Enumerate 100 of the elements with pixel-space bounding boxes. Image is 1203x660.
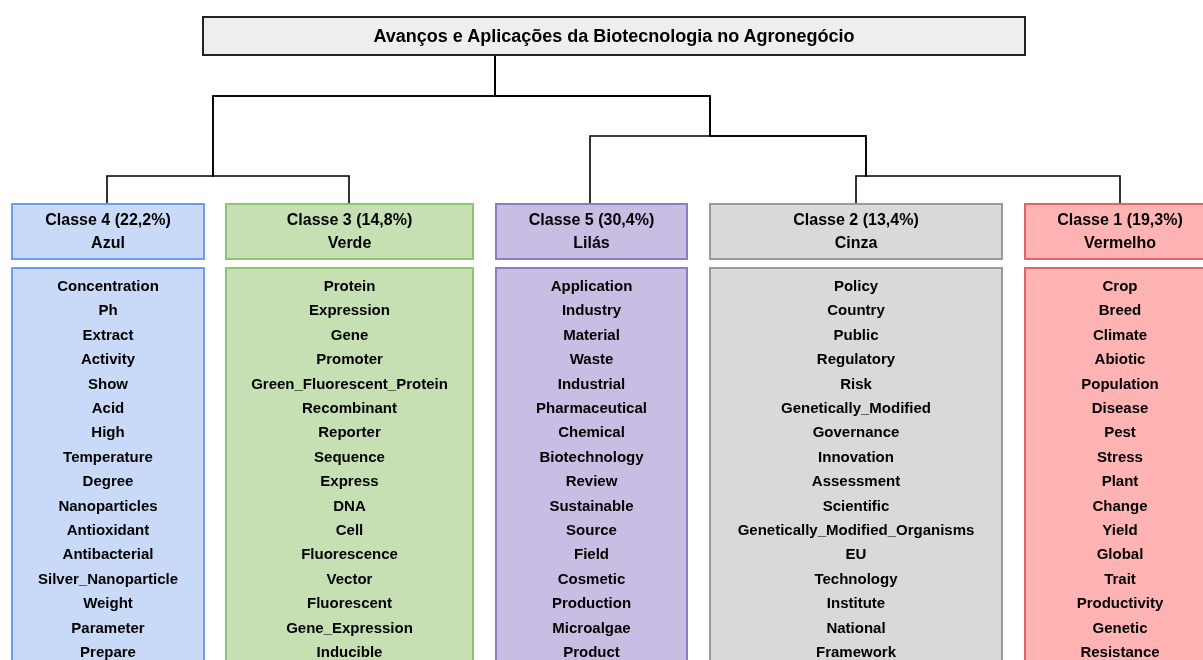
keyword-text: Gene	[330, 324, 369, 345]
keyword-text: Technology	[814, 568, 898, 589]
keyword-text: Inducible	[316, 642, 383, 660]
keyword-text: Vector	[326, 568, 373, 589]
keyword-list-box	[1024, 267, 1203, 660]
keyword-text: Public	[833, 324, 879, 345]
keyword-text: Field	[574, 544, 609, 565]
keyword-text: Change	[1092, 495, 1148, 516]
class-color-name: Lilás	[573, 233, 610, 253]
class-color-name: Verde	[327, 233, 372, 253]
keyword-text: Industrial	[557, 373, 626, 394]
keyword-text: Breed	[1098, 300, 1142, 321]
keyword-text: Degree	[82, 471, 134, 492]
keyword-text: Fluorescent	[307, 593, 392, 614]
keyword-text: High	[91, 422, 125, 443]
keyword-text: Policy	[833, 276, 879, 296]
keyword-text: Framework	[815, 642, 896, 660]
keyword-list-box	[225, 267, 474, 660]
keyword-text: Review	[565, 471, 618, 492]
keyword-text: Resistance	[1080, 642, 1160, 660]
keyword-text: Assessment	[811, 471, 901, 492]
keyword-text: Express	[320, 471, 379, 492]
keyword-text: Reporter	[318, 422, 381, 443]
class-header-box	[495, 203, 688, 260]
keyword-text: Chemical	[558, 422, 625, 443]
class-heading: Classe 3 (14,8%)	[286, 210, 413, 230]
class-heading: Classe 2 (13,4%)	[793, 210, 919, 230]
keyword-text: Nanoparticles	[58, 495, 158, 516]
class-header-box	[11, 203, 205, 260]
keyword-text: Silver_Nanoparticle	[37, 568, 179, 589]
keyword-text: Activity	[80, 349, 136, 370]
keyword-text: Genetic	[1092, 617, 1148, 638]
keyword-text: Population	[1081, 373, 1159, 394]
keyword-text: EU	[845, 544, 867, 565]
keyword-text: Sustainable	[549, 495, 634, 516]
keyword-text: Acid	[91, 398, 125, 419]
keyword-list-box	[495, 267, 688, 660]
keyword-text: Trait	[1104, 568, 1136, 589]
keyword-list-box	[11, 267, 205, 660]
class-color-name: Cinza	[834, 233, 878, 253]
keyword-text: Industry	[561, 300, 622, 321]
keyword-text: Source	[566, 520, 617, 541]
keyword-text: Governance	[812, 422, 900, 443]
keyword-text: Plant	[1101, 471, 1139, 492]
keyword-text: Stress	[1097, 446, 1143, 467]
class-color-name: Azul	[91, 233, 125, 253]
keyword-text: Antibacterial	[62, 544, 154, 565]
keyword-text: Fluorescence	[301, 544, 398, 565]
keyword-text: Pharmaceutical	[536, 398, 647, 419]
keyword-text: National	[826, 617, 886, 638]
class-heading: Classe 5 (30,4%)	[528, 210, 655, 230]
keyword-text: Material	[563, 324, 620, 345]
keyword-text: Protein	[323, 276, 376, 296]
keyword-text: Ph	[98, 300, 118, 321]
keyword-text: Country	[827, 300, 885, 321]
class-heading: Classe 4 (22,2%)	[45, 210, 171, 230]
keyword-text: Abiotic	[1094, 349, 1146, 370]
keyword-text: Genetically_Modified	[780, 398, 931, 419]
class-heading: Classe 1 (19,3%)	[1057, 210, 1183, 230]
keyword-text: Crop	[1102, 276, 1138, 296]
title-box	[202, 16, 1026, 56]
keyword-text: Microalgae	[552, 617, 631, 638]
keyword-text: Prepare	[80, 642, 136, 660]
keyword-text: Weight	[83, 593, 133, 614]
keyword-text: Disease	[1091, 398, 1149, 419]
keyword-text: Concentration	[57, 276, 159, 296]
keyword-text: Gene_Expression	[286, 617, 413, 638]
keyword-text: Application	[550, 276, 633, 296]
keyword-text: Production	[551, 593, 632, 614]
keyword-text: Risk	[840, 373, 872, 394]
keyword-text: Product	[563, 642, 620, 660]
keyword-text: Scientific	[822, 495, 890, 516]
keyword-text: DNA	[333, 495, 366, 516]
keyword-text: Institute	[826, 593, 886, 614]
keyword-text: Sequence	[314, 446, 385, 467]
keyword-text: Cell	[335, 520, 364, 541]
keyword-text: Expression	[309, 300, 390, 321]
keyword-text: Antioxidant	[66, 520, 150, 541]
keyword-text: Biotechnology	[539, 446, 644, 467]
title-text: Avanços e Aplicações da Biotecnologia no Agronegócio	[373, 24, 855, 48]
keyword-text: Innovation	[818, 446, 894, 467]
keyword-text: Parameter	[71, 617, 145, 638]
keyword-text: Yield	[1102, 520, 1138, 541]
keyword-text: Recombinant	[302, 398, 397, 419]
keyword-text: Extract	[82, 324, 134, 345]
keyword-text: Productivity	[1076, 593, 1164, 614]
keyword-text: Promoter	[316, 349, 383, 370]
keyword-text: Waste	[569, 349, 614, 370]
class-header-box	[1024, 203, 1203, 260]
keyword-text: Regulatory	[816, 349, 896, 370]
keyword-text: Cosmetic	[557, 568, 626, 589]
keyword-text: Temperature	[63, 446, 153, 467]
class-color-name: Vermelho	[1084, 233, 1156, 253]
keyword-text: Green_Fluorescent_Protein	[251, 373, 448, 394]
class-header-box	[225, 203, 474, 260]
keyword-text: Climate	[1092, 324, 1148, 345]
keyword-text: Genetically_Modified_Organisms	[737, 520, 975, 541]
class-header-box	[709, 203, 1003, 260]
keyword-text: Pest	[1104, 422, 1136, 443]
keyword-list-box	[709, 267, 1003, 660]
